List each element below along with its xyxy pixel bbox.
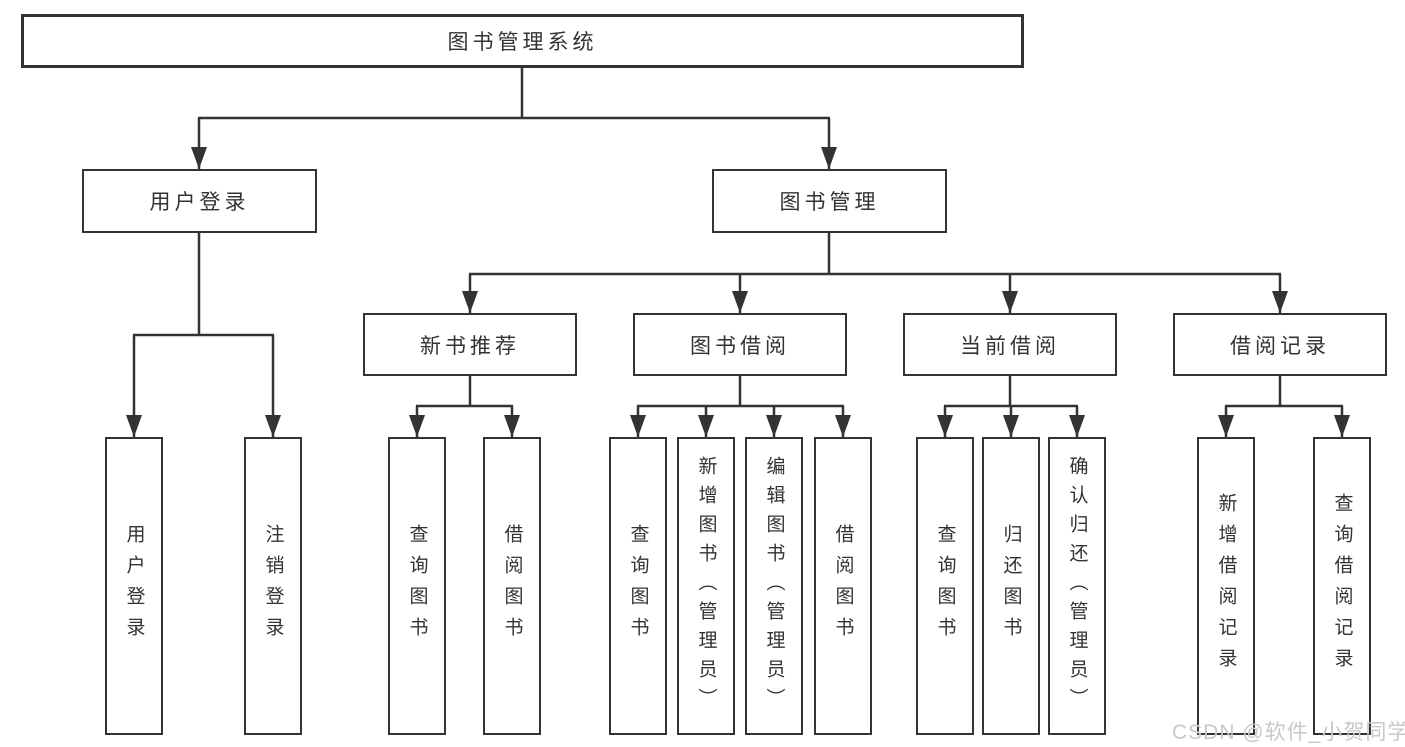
leaf-confirm-return-admin-label: 确认归还（管理员） (1066, 455, 1088, 717)
leaf-logout: 注销登录 (244, 437, 302, 735)
node-new-book-recommend-label: 新书推荐 (420, 334, 520, 358)
leaf-query-books-current: 查询图书 (916, 437, 974, 735)
leaf-return-book-label: 归还图书 (1000, 524, 1022, 648)
node-user-login-label: 用户登录 (149, 191, 250, 214)
leaf-user-login: 用户登录 (105, 437, 163, 735)
node-user-login: 用户登录 (82, 169, 317, 233)
node-root-library-system: 图书管理系统 (21, 14, 1024, 68)
node-root-label: 图书管理系统 (447, 31, 598, 54)
node-book-borrowing-label: 图书借阅 (690, 334, 790, 358)
leaf-query-borrow-record: 查询借阅记录 (1313, 437, 1371, 735)
node-current-borrowing: 当前借阅 (903, 313, 1117, 376)
leaf-borrow-books-recommend: 借阅图书 (483, 437, 541, 735)
leaf-borrow-books-label: 借阅图书 (832, 524, 854, 648)
node-book-management: 图书管理 (712, 169, 947, 233)
leaf-logout-label: 注销登录 (262, 524, 284, 648)
leaf-borrow-books: 借阅图书 (814, 437, 872, 735)
leaf-add-book-admin: 新增图书（管理员） (677, 437, 735, 735)
leaf-query-books-borrowing-label: 查询图书 (627, 524, 649, 648)
leaf-edit-book-admin-label: 编辑图书（管理员） (763, 455, 785, 717)
node-book-management-label: 图书管理 (779, 191, 880, 214)
node-borrowing-records-label: 借阅记录 (1230, 334, 1330, 358)
leaf-add-borrow-record: 新增借阅记录 (1197, 437, 1255, 735)
leaf-user-login-label: 用户登录 (123, 524, 145, 648)
leaf-query-books-recommend-label: 查询图书 (406, 524, 428, 648)
leaf-query-books-current-label: 查询图书 (934, 524, 956, 648)
leaf-query-books-borrowing: 查询图书 (609, 437, 667, 735)
leaf-edit-book-admin: 编辑图书（管理员） (745, 437, 803, 735)
csdn-watermark: CSDN @软件_小贺同学 (1172, 721, 1405, 744)
leaf-add-borrow-record-label: 新增借阅记录 (1215, 493, 1237, 679)
leaf-confirm-return-admin: 确认归还（管理员） (1048, 437, 1106, 735)
leaf-query-borrow-record-label: 查询借阅记录 (1331, 493, 1353, 679)
node-new-book-recommend: 新书推荐 (363, 313, 577, 376)
leaf-add-book-admin-label: 新增图书（管理员） (695, 455, 717, 717)
node-book-borrowing: 图书借阅 (633, 313, 847, 376)
leaf-return-book: 归还图书 (982, 437, 1040, 735)
leaf-borrow-books-recommend-label: 借阅图书 (501, 524, 523, 648)
node-current-borrowing-label: 当前借阅 (960, 334, 1060, 358)
node-borrowing-records: 借阅记录 (1173, 313, 1387, 376)
leaf-query-books-recommend: 查询图书 (388, 437, 446, 735)
